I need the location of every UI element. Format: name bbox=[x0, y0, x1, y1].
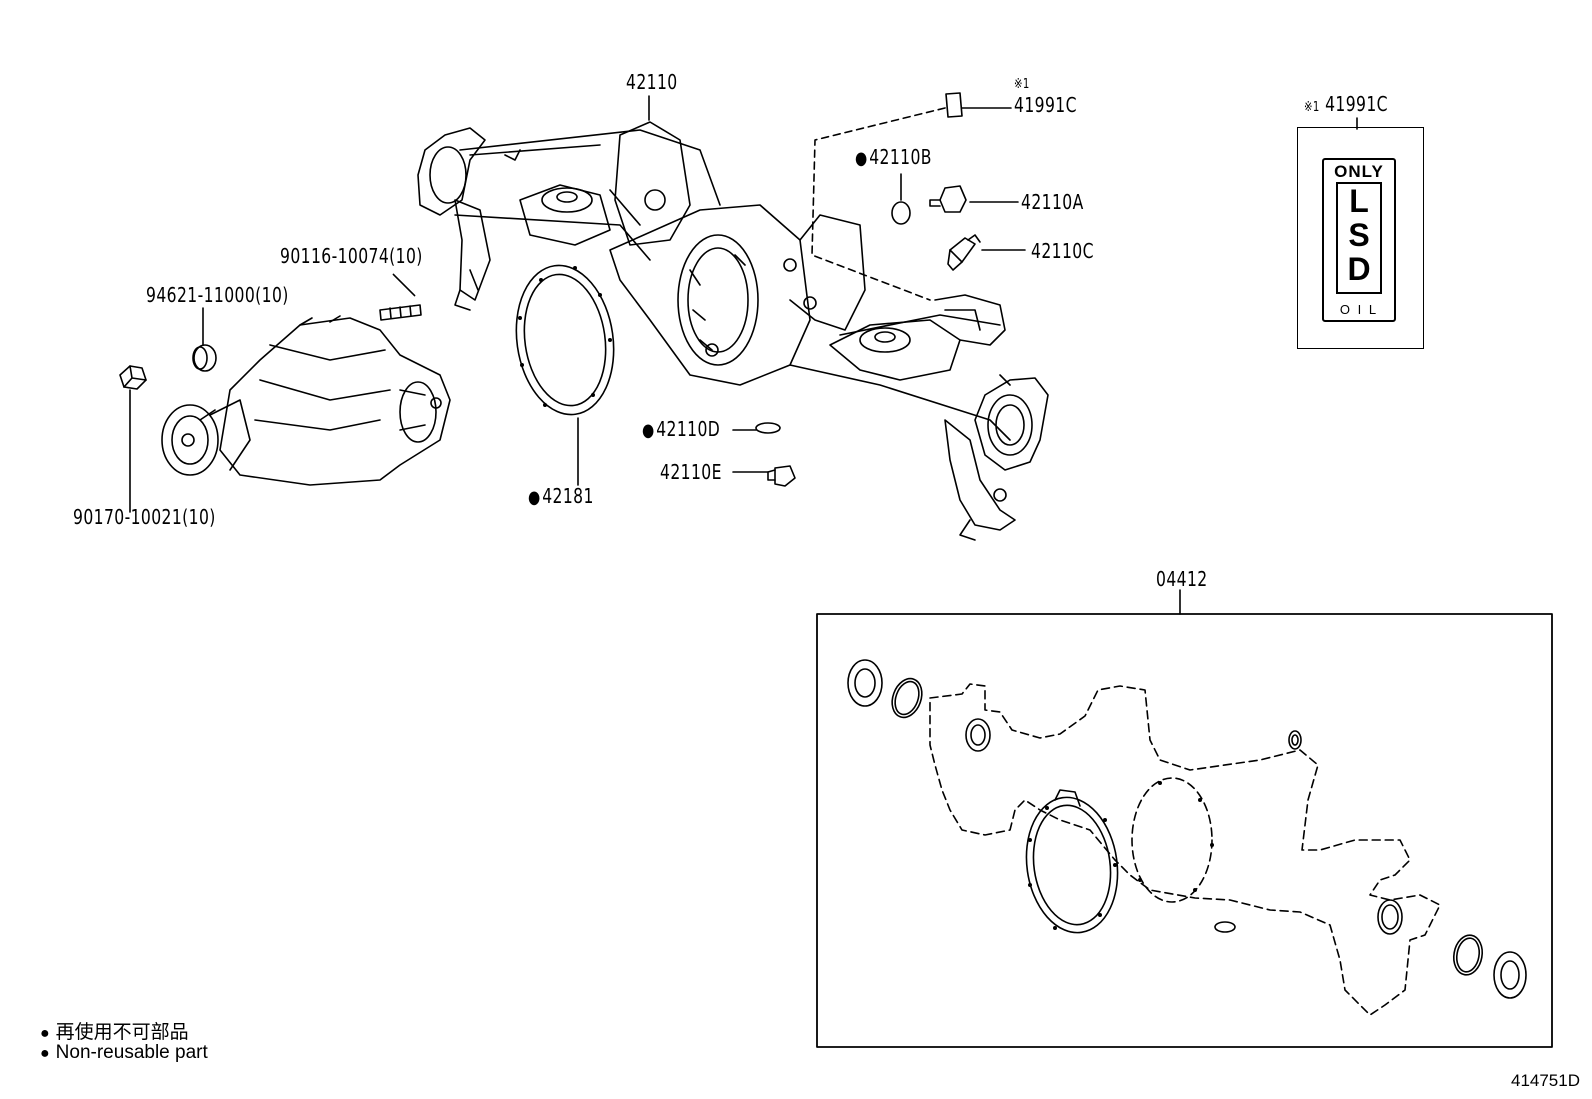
legend-bullet-icon: ● bbox=[40, 1025, 50, 1042]
lsd-oil-text: O I L bbox=[1339, 302, 1379, 317]
lsd-label-plate: ONLY L S D O I L bbox=[1322, 158, 1396, 322]
axle-housing-drawing bbox=[417, 121, 1049, 541]
lsd-label-detail: ONLY L S D O I L bbox=[1297, 127, 1424, 349]
callout-42110c: 42110C bbox=[1031, 239, 1094, 263]
plug-42110a-drawing bbox=[929, 185, 967, 213]
callout-94621: 94621-11000(10) bbox=[146, 283, 289, 307]
gasket-42181-drawing bbox=[515, 264, 615, 416]
lsd-inner-box: L S D bbox=[1336, 182, 1382, 294]
lsd-letter-l: L bbox=[1349, 183, 1369, 219]
callout-42110e: 42110E bbox=[660, 460, 722, 484]
plug-42110e-drawing bbox=[767, 465, 796, 487]
lsd-only-text: ONLY bbox=[1334, 162, 1384, 181]
callout-42110a: 42110A bbox=[1021, 190, 1084, 214]
gasket-kit-box bbox=[816, 613, 1553, 1048]
washer-42110b-drawing bbox=[891, 201, 911, 225]
diagram-id: 414751D bbox=[1510, 1071, 1580, 1090]
legend-bullet-icon: ● bbox=[40, 1045, 50, 1062]
gasket-42110d-drawing bbox=[755, 422, 781, 434]
lsd-letter-d: D bbox=[1347, 251, 1371, 287]
stud-90116-drawing bbox=[379, 304, 422, 321]
legend-text-en: Non-reusable part bbox=[55, 1042, 208, 1063]
callout-42110: 42110 bbox=[626, 70, 678, 94]
label-detail-caption: ※1 41991C bbox=[1304, 92, 1388, 116]
callout-04412: 04412 bbox=[1156, 567, 1208, 591]
callout-41991c: 41991C bbox=[1014, 93, 1077, 117]
legend-line-en: ● Non-reusable part bbox=[40, 1042, 208, 1064]
differential-carrier-drawing bbox=[161, 315, 451, 486]
callout-42110d: 42110D bbox=[642, 417, 720, 441]
legend-text-jp: 再使用不可部品 bbox=[55, 1022, 189, 1043]
washer-94621-drawing bbox=[192, 344, 217, 372]
breather-42110c-drawing bbox=[947, 234, 981, 271]
leader-lines bbox=[129, 95, 1358, 615]
callout-42181: 42181 bbox=[528, 484, 594, 508]
label-41991c-drawing bbox=[945, 92, 963, 118]
callout-41991c-mark: ※1 bbox=[1014, 77, 1030, 92]
callout-90170: 90170-10021(10) bbox=[73, 505, 216, 529]
gasket-kit-contents bbox=[847, 659, 1527, 1016]
label-detail-part: 41991C bbox=[1325, 92, 1388, 116]
label-detail-mark: ※1 bbox=[1304, 100, 1320, 115]
legend-line-jp: ● 再使用不可部品 bbox=[40, 1017, 189, 1044]
label-position-leader bbox=[811, 107, 946, 301]
callout-42110b: 42110B bbox=[855, 145, 932, 169]
callout-90116: 90116-10074(10) bbox=[280, 244, 423, 268]
lsd-letter-s: S bbox=[1348, 217, 1370, 253]
nut-90170-drawing bbox=[119, 365, 147, 390]
